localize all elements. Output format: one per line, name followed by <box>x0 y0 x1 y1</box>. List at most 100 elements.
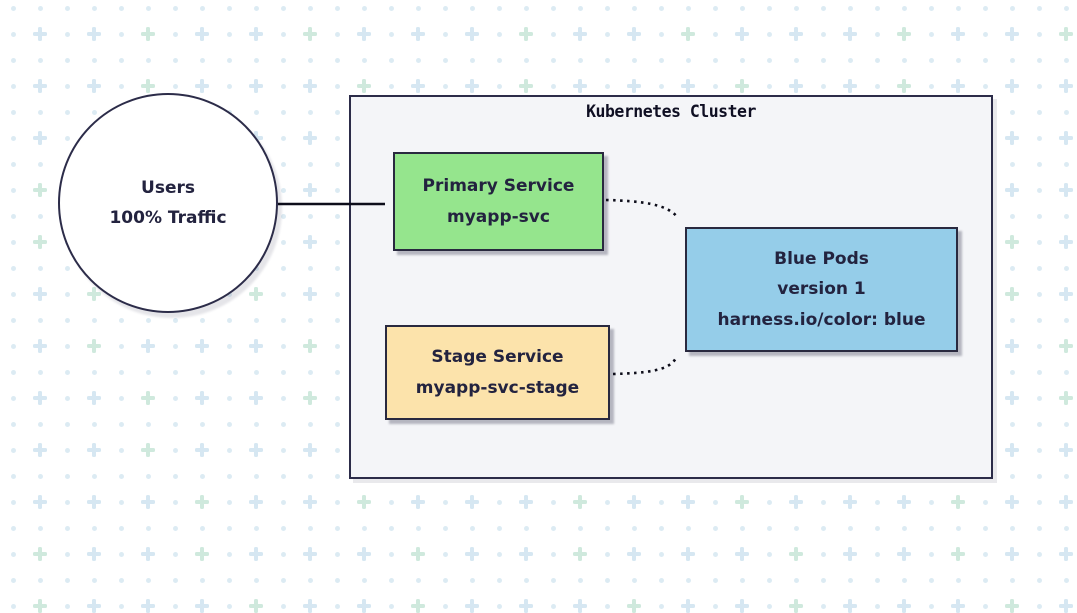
pattern-dot-mark <box>1037 240 1042 245</box>
pattern-dot-mark <box>38 318 43 323</box>
pattern-dot-mark <box>1064 422 1069 427</box>
pattern-dot-mark <box>1037 552 1042 557</box>
pattern-dot-mark <box>65 84 70 89</box>
pattern-plus-mark <box>195 443 209 457</box>
pattern-plus-mark <box>249 339 263 353</box>
pattern-dot-mark <box>470 578 475 583</box>
pattern-dot-mark <box>740 6 745 11</box>
pattern-plus-mark <box>357 79 371 93</box>
pattern-dot-mark <box>173 578 178 583</box>
pattern-plus-mark <box>411 27 425 41</box>
pattern-dot-mark <box>281 58 286 63</box>
users-label: Users <box>141 177 195 198</box>
pattern-dot-mark <box>119 344 124 349</box>
pattern-plus-mark <box>33 547 47 561</box>
pattern-dot-mark <box>1010 370 1015 375</box>
pattern-dot-mark <box>254 110 259 115</box>
pattern-dot-mark <box>605 32 610 37</box>
pattern-plus-mark <box>249 391 263 405</box>
pattern-dot-mark <box>470 6 475 11</box>
pattern-dot-mark <box>227 318 232 323</box>
pattern-plus-mark <box>33 599 47 613</box>
pattern-plus-mark <box>303 547 317 561</box>
pattern-plus-mark <box>1059 391 1073 405</box>
pattern-dot-mark <box>173 344 178 349</box>
pattern-dot-mark <box>443 58 448 63</box>
pattern-dot-mark <box>254 474 259 479</box>
pattern-plus-mark <box>33 183 47 197</box>
pattern-plus-mark <box>573 495 587 509</box>
pattern-dot-mark <box>227 578 232 583</box>
pattern-dot-mark <box>929 6 934 11</box>
pattern-dot-mark <box>1064 266 1069 271</box>
primary-service-name: myapp-svc <box>447 206 550 227</box>
pattern-dot-mark <box>65 32 70 37</box>
pattern-dot-mark <box>200 370 205 375</box>
pattern-dot-mark <box>713 58 718 63</box>
pattern-dot-mark <box>281 292 286 297</box>
pattern-dot-mark <box>1064 58 1069 63</box>
pattern-plus-mark <box>87 547 101 561</box>
pattern-dot-mark <box>605 84 610 89</box>
pattern-dot-mark <box>524 58 529 63</box>
pattern-dot-mark <box>389 526 394 531</box>
pattern-plus-mark <box>897 599 911 613</box>
pattern-dot-mark <box>173 396 178 401</box>
pattern-dot-mark <box>983 552 988 557</box>
pattern-dot-mark <box>92 58 97 63</box>
pattern-dot-mark <box>875 578 880 583</box>
pattern-dot-mark <box>389 500 394 505</box>
pattern-dot-mark <box>38 214 43 219</box>
pattern-dot-mark <box>119 448 124 453</box>
pattern-plus-mark <box>627 27 641 41</box>
pattern-dot-mark <box>200 578 205 583</box>
pattern-plus-mark <box>303 599 317 613</box>
pattern-plus-mark <box>1005 339 1019 353</box>
pattern-dot-mark <box>65 344 70 349</box>
pattern-dot-mark <box>254 370 259 375</box>
pattern-dot-mark <box>362 526 367 531</box>
pattern-dot-mark <box>821 58 826 63</box>
pattern-dot-mark <box>65 266 70 271</box>
pattern-dot-mark <box>1010 58 1015 63</box>
pattern-dot-mark <box>92 526 97 531</box>
pattern-dot-mark <box>227 292 232 297</box>
pattern-dot-mark <box>227 448 232 453</box>
pattern-dot-mark <box>227 58 232 63</box>
pattern-dot-mark <box>983 6 988 11</box>
pattern-plus-mark <box>627 79 641 93</box>
pattern-plus-mark <box>33 495 47 509</box>
pattern-dot-mark <box>821 500 826 505</box>
pattern-dot-mark <box>632 6 637 11</box>
pattern-dot-mark <box>281 110 286 115</box>
pattern-dot-mark <box>524 526 529 531</box>
pattern-dot-mark <box>173 422 178 427</box>
pattern-dot-mark <box>497 32 502 37</box>
pattern-dot-mark <box>1037 188 1042 193</box>
pattern-dot-mark <box>1037 58 1042 63</box>
pattern-plus-mark <box>141 547 155 561</box>
pattern-dot-mark <box>470 526 475 531</box>
pattern-dot-mark <box>605 526 610 531</box>
pattern-plus-mark <box>681 27 695 41</box>
pattern-dot-mark <box>254 6 259 11</box>
pattern-dot-mark <box>875 58 880 63</box>
pattern-dot-mark <box>173 448 178 453</box>
pattern-plus-mark <box>87 391 101 405</box>
pattern-dot-mark <box>308 266 313 271</box>
pattern-plus-mark <box>789 547 803 561</box>
pattern-dot-mark <box>1037 474 1042 479</box>
pattern-plus-mark <box>681 547 695 561</box>
pattern-plus-mark <box>141 443 155 457</box>
pattern-dot-mark <box>713 6 718 11</box>
pattern-dot-mark <box>308 214 313 219</box>
pattern-dot-mark <box>821 6 826 11</box>
pattern-dot-mark <box>605 500 610 505</box>
pattern-plus-mark <box>33 79 47 93</box>
pattern-dot-mark <box>902 6 907 11</box>
pattern-plus-mark <box>681 495 695 509</box>
pattern-dot-mark <box>983 500 988 505</box>
pattern-plus-mark <box>303 495 317 509</box>
pattern-dot-mark <box>659 578 664 583</box>
pattern-plus-mark <box>249 547 263 561</box>
